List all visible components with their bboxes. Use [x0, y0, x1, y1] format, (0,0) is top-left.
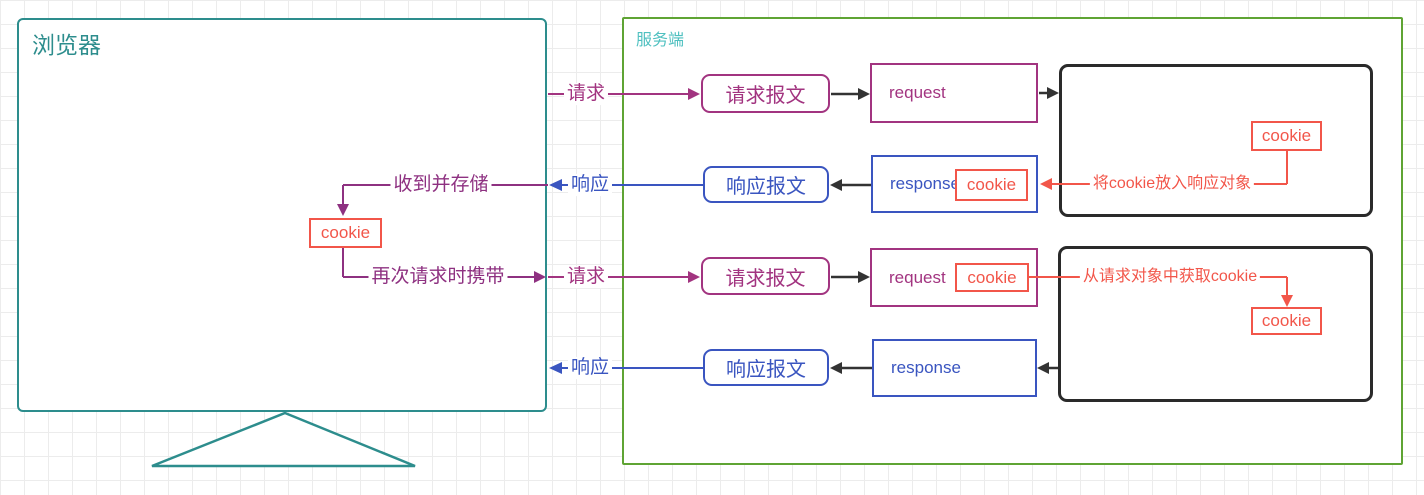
cookie-label: cookie: [320, 223, 371, 242]
cookie-box-in-response: cookie: [955, 169, 1028, 201]
response-message-label-2: 响应报文: [726, 359, 806, 381]
cookie-box-in-request: cookie: [955, 263, 1029, 292]
flow-label-response-2: 响应: [567, 357, 613, 379]
response-object-box-1: response cookie: [871, 155, 1038, 213]
request-object-box-2: request cookie: [870, 248, 1038, 307]
cookie-label: cookie: [1261, 311, 1312, 330]
request-message-label-2: 请求报文: [725, 267, 806, 290]
put-cookie-annotation: 将cookie放入响应对象: [1089, 174, 1255, 194]
cookie-box-server-bottom: cookie: [1251, 307, 1322, 335]
cookie-box-server-top: cookie: [1251, 121, 1322, 151]
response-object-box-2: response: [872, 339, 1037, 397]
response-object-label-2: response: [891, 358, 961, 377]
cookie-label: cookie: [967, 267, 1017, 287]
request-object-label-1: request: [889, 83, 946, 102]
flow-label-request-1: 请求: [563, 83, 609, 105]
cookie-label: cookie: [966, 175, 1017, 194]
flow-label-request-2: 请求: [563, 266, 609, 288]
get-cookie-annotation: 从请求对象中获取cookie: [1079, 267, 1261, 287]
carry-cookie-label: 再次请求时携带: [368, 266, 508, 288]
monitor-stand: [151, 411, 416, 468]
request-message-box-2: 请求报文: [701, 257, 830, 295]
cookie-label: cookie: [1261, 126, 1312, 145]
response-message-box-1: 响应报文: [703, 166, 829, 203]
server-handler-box-top: [1059, 64, 1373, 217]
server-title: 服务端: [636, 32, 685, 49]
request-object-label-2: request: [889, 267, 946, 287]
flow-label-response-1: 响应: [567, 174, 613, 196]
response-message-box-2: 响应报文: [703, 349, 829, 386]
response-object-label-1: response: [890, 174, 960, 193]
request-message-box-1: 请求报文: [701, 74, 830, 113]
request-object-box-1: request: [870, 63, 1038, 123]
browser-container: 浏览器: [17, 18, 547, 412]
request-message-label-1: 请求报文: [725, 85, 806, 107]
response-message-label-1: 响应报文: [726, 176, 806, 198]
cookie-box-browser: cookie: [309, 218, 382, 248]
store-cookie-label: 收到并存储: [390, 174, 492, 196]
browser-title: 浏览器: [32, 32, 101, 58]
